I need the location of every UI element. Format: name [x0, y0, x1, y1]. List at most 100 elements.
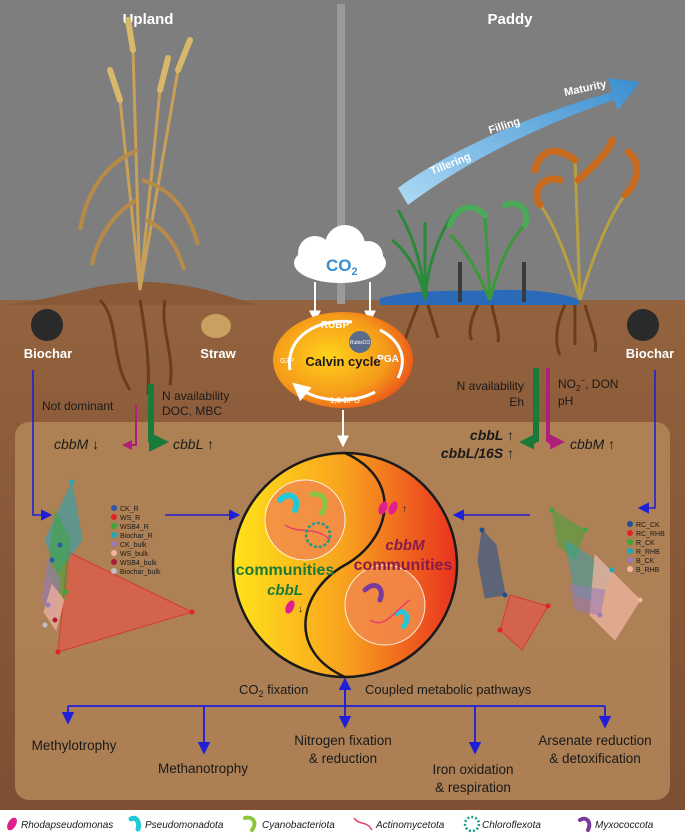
legend-right-item: RC_CK: [627, 521, 660, 529]
taxa-item-cyanobacteriota: Cyanobacteriota: [243, 815, 335, 832]
svg-text:CK_bulk: CK_bulk: [120, 542, 147, 549]
legend-left-item: WSB4_R: [111, 523, 149, 531]
arrow-biochar-right-to-ordination: [637, 370, 656, 514]
cbbl-gene-label: cbbL: [267, 582, 303, 599]
pathway-iron-line2: & respiration: [435, 780, 511, 795]
svg-text:Myxococcota: Myxococcota: [595, 820, 654, 831]
legend-left-item: CK_R: [111, 505, 139, 513]
upland-mound: [0, 281, 260, 305]
left-green-bar: [148, 384, 154, 442]
pathway-nitrogen-line2: & reduction: [309, 751, 377, 766]
right-factor-line1: N availability: [457, 379, 524, 393]
coupled-pathways-label: Coupled metabolic pathways: [365, 682, 532, 697]
legend-left-item: WS_bulk: [111, 550, 149, 558]
cbbl-down-arrow: ↓: [298, 604, 303, 615]
cbbl-communities-label: communities: [236, 562, 335, 579]
svg-text:RC_CK: RC_CK: [636, 522, 660, 529]
taxa-item-myxococcota: Myxococcota: [578, 816, 654, 832]
legend-right-item: R_RHB: [627, 548, 660, 556]
svg-text:Rhodapseudomonas: Rhodapseudomonas: [21, 820, 113, 831]
biochar-right-label: Biochar: [626, 346, 674, 361]
pathway-arsenate-line2: & detoxification: [549, 751, 641, 766]
rhodopseudomonas-icon-top: [378, 501, 388, 515]
pathway-nitrogen-line1: Nitrogen fixation: [294, 733, 392, 748]
co2-fixation-label: CO2 fixation: [239, 682, 308, 699]
taxa-item-pseudomonadota: Pseudomonadota: [128, 815, 224, 832]
right-factor-line3: NO2−, DON: [558, 376, 618, 393]
pathway-iron-line1: Iron oxidation: [432, 762, 513, 777]
community-divider: [304, 451, 386, 679]
straw-label: Straw: [200, 346, 236, 361]
biochar-left-icon: [31, 309, 63, 341]
paddy-header: Paddy: [487, 11, 533, 28]
calvin-cycle-loop: [290, 319, 404, 400]
left-not-dominant: Not dominant: [42, 399, 114, 413]
right-cbbl16s: cbbL/16S ↑: [441, 445, 514, 461]
svg-text:WS_bulk: WS_bulk: [120, 551, 149, 558]
taxa-legend-bar: [0, 810, 685, 839]
cbbl-cell: [264, 479, 346, 561]
divider-pole: [337, 4, 345, 304]
cbbm-gene-label: cbbM: [385, 537, 425, 554]
left-ordination-plot: [41, 479, 195, 655]
svg-text:Cyanobacteriota: Cyanobacteriota: [262, 820, 335, 831]
right-cbbl: cbbL ↑: [470, 427, 514, 443]
pathway-methanotrophy: Methanotrophy: [158, 761, 248, 776]
right-ordination-legend: RC_CK RC_RHB R_CK R_RHB B_CK B_RHB: [627, 521, 665, 574]
paddy-water: [380, 289, 580, 305]
taxa-item-chloroflexota: Chloroflexota: [463, 815, 541, 833]
svg-text:B_CK: B_CK: [636, 558, 655, 565]
legend-right-item: B_RHB: [627, 566, 660, 574]
legend-left-item: CK_bulk: [111, 541, 147, 549]
left-factor-line2: DOC, MBC: [162, 404, 222, 418]
legend-right-item: R_CK: [627, 539, 655, 547]
right-green-bar: [533, 368, 539, 442]
paddy-filling-plant: [447, 200, 530, 343]
taxa-item-actinomycetota: Actinomycetota: [353, 817, 445, 831]
biochar-left-label: Biochar: [24, 346, 72, 361]
svg-text:RC_RHB: RC_RHB: [636, 531, 665, 538]
svg-text:R_CK: R_CK: [636, 540, 655, 547]
growth-stage-arrow: [398, 78, 640, 205]
straw-icon: [201, 314, 231, 338]
pathway-arsenate-line1: Arsenate reduction: [538, 733, 651, 748]
paddy-post-right: [522, 262, 526, 302]
paddy-mature-plant: [531, 136, 641, 356]
svg-text:Chloroflexota: Chloroflexota: [482, 820, 541, 831]
calvin-bpg: 1,3 BPG: [330, 396, 360, 405]
svg-text:WS_R: WS_R: [120, 515, 140, 522]
calvin-title: Calvin cycle: [305, 354, 380, 369]
right-factor-line2: Eh: [509, 395, 524, 409]
paddy-seedling: [391, 209, 454, 341]
arrow-biochar-left-to-ordination: [32, 370, 53, 521]
left-ordination-legend: CK_R WS_R WSB4_R Biochar_R CK_bulk WS_bu…: [111, 505, 161, 576]
co2-label: CO2: [326, 256, 358, 278]
legend-left-item: Biochar_bulk: [111, 568, 161, 576]
left-factor-line1: N availability: [162, 389, 229, 403]
rhodopseudomonas-icon-bottom: [285, 600, 295, 614]
right-factor-line4: pH: [558, 394, 573, 408]
taxa-item-rhodapseudomonas: Rhodapseudomonas: [7, 817, 113, 831]
legend-left-item: WS_R: [111, 514, 140, 522]
left-cbbl: cbbL ↑: [173, 436, 214, 452]
upland-header: Upland: [123, 11, 174, 28]
upland-wheat-plant: [78, 17, 200, 396]
legend-left-item: WSB4_bulk: [111, 559, 157, 567]
taxa-legend: Rhodapseudomonas Pseudomonadota Cyanobac…: [7, 815, 654, 833]
svg-text:B_RHB: B_RHB: [636, 567, 660, 574]
calvin-rubp: RUBP: [321, 320, 350, 331]
calvin-g3p: G3P: [280, 358, 294, 365]
paddy-post-left: [458, 262, 462, 302]
svg-text:WSB4_R: WSB4_R: [120, 524, 149, 531]
svg-text:Biochar_R: Biochar_R: [120, 533, 153, 540]
pathway-methylotrophy: Methylotrophy: [32, 738, 117, 753]
left-cbbm: cbbM ↓: [54, 436, 99, 452]
co2-cloud: [294, 225, 386, 283]
biochar-right-icon: [627, 309, 659, 341]
cbbm-cell-taxa: [362, 583, 411, 630]
cbbm-up-arrow: ↑: [402, 504, 407, 515]
right-magenta-bar: [546, 368, 550, 442]
right-ordination-plot: [477, 507, 643, 651]
cbbm-cell: [344, 564, 426, 646]
